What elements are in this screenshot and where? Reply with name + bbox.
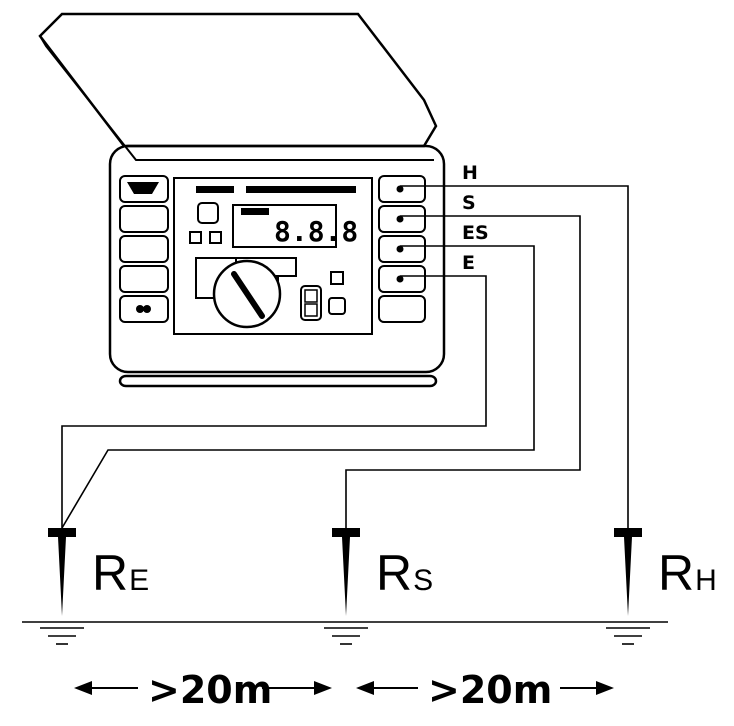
terminal-h[interactable] [378, 175, 426, 203]
terminal-socket-icon [396, 245, 404, 253]
left-button-4[interactable] [119, 265, 169, 293]
indicator-dot-icon [143, 305, 151, 313]
spike-icon [48, 528, 76, 616]
rocker-top [304, 289, 318, 303]
terminal-socket-icon [396, 275, 404, 283]
wire-es [61, 245, 535, 529]
left-button-5[interactable] [119, 295, 169, 323]
terminal-label-s: S [462, 192, 476, 214]
panel-led [330, 271, 344, 285]
tester-body: 8.8.8 [108, 144, 446, 388]
ground-symbol-icon [40, 627, 84, 645]
lcd-display [232, 204, 337, 248]
panel-led [189, 231, 202, 244]
wires [61, 185, 629, 529]
terminal-label-e: E [462, 252, 475, 274]
panel-bar-right [246, 186, 356, 193]
left-button-3[interactable] [119, 235, 169, 263]
terminal-socket-icon [396, 185, 404, 193]
electrode-h [614, 528, 642, 616]
terminal-label-h: H [462, 162, 478, 184]
terminal-e[interactable] [378, 265, 426, 293]
terminal-label-es: ES [462, 222, 489, 244]
wire-e [61, 275, 487, 528]
spike-icon [332, 528, 360, 616]
lcd-value: 8.8.8 [274, 215, 358, 248]
distance-label-1: >20m [148, 668, 272, 712]
panel-key[interactable] [197, 202, 219, 224]
terminal-s[interactable] [378, 205, 426, 233]
arrow-right-icon [314, 681, 332, 695]
terminal-socket-icon [396, 215, 404, 223]
wire-s [345, 215, 581, 528]
arrow-left-icon [74, 681, 92, 695]
dropdown-icon [127, 182, 159, 194]
ground-symbol-icon [606, 627, 650, 645]
arrow-right-icon [596, 681, 614, 695]
spike-icon [614, 528, 642, 616]
wire-h [400, 185, 629, 528]
panel-bar-left [196, 186, 234, 193]
ground-symbol-icon [324, 627, 368, 645]
electrode-label-re: RE [92, 545, 149, 601]
indicator-dot-icon [136, 305, 144, 313]
electrode-label-rh: RH [658, 545, 717, 601]
distance-arrow-1: >20m [74, 668, 332, 712]
lcd-indicator [241, 208, 269, 215]
front-panel [173, 177, 373, 335]
panel-led [209, 231, 222, 244]
panel-key[interactable] [328, 297, 346, 315]
arrow-left-icon [356, 681, 374, 695]
rotary-pointer [231, 271, 265, 319]
panel-rocker[interactable] [300, 285, 322, 321]
electrode-e [48, 528, 76, 616]
left-button-1[interactable] [119, 175, 169, 203]
electrode-s [332, 528, 360, 616]
tester-lid [38, 12, 438, 161]
rocker-bottom [304, 303, 318, 317]
terminal-blank [378, 295, 426, 323]
left-button-2[interactable] [119, 205, 169, 233]
electrode-label-rs: RS [376, 545, 433, 601]
distance-arrow-2: >20m [356, 668, 614, 712]
terminal-es[interactable] [378, 235, 426, 263]
distance-label-2: >20m [428, 668, 552, 712]
